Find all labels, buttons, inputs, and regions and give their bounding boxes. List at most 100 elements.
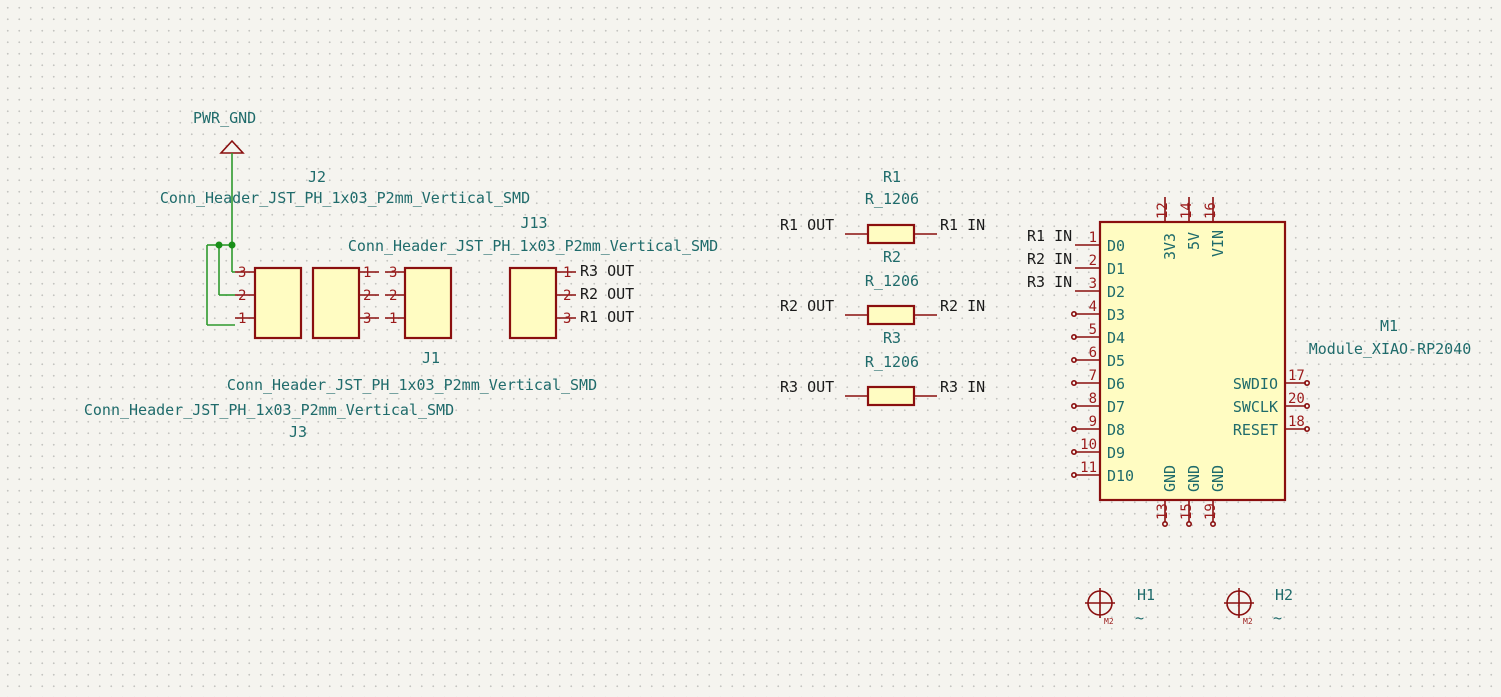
m1-pin-number: 5	[1089, 322, 1097, 338]
m1-pin-name: GND	[1185, 465, 1203, 492]
h2-ref: H2	[1275, 586, 1293, 604]
net-label[interactable]: R1 IN	[940, 216, 985, 234]
module-m1[interactable]: M1 Module_XIAO-RP2040 1 2 3 4	[1027, 197, 1472, 527]
m1-pin-number: 11	[1080, 460, 1097, 476]
m1-pin-number: 12	[1155, 202, 1171, 219]
m1-pin-name: D8	[1107, 421, 1125, 439]
power-flag-triangle	[219, 139, 245, 154]
m1-pin-number: 19	[1203, 503, 1219, 520]
j13-body	[508, 266, 558, 340]
m1-pin-name: 3V3	[1161, 233, 1179, 260]
m1-pin-name: RESET	[1233, 421, 1278, 439]
j3-ref: J3	[289, 423, 307, 441]
j2-pin-number: 3	[238, 265, 246, 281]
m1-right-pins	[1285, 379, 1311, 432]
m1-bottom-pins	[1162, 500, 1217, 527]
m1-pin-name: SWCLK	[1233, 398, 1278, 416]
m1-pin-name: GND	[1209, 465, 1227, 492]
m1-pin-name: SWDIO	[1233, 375, 1278, 393]
m1-pin-number: 16	[1203, 202, 1219, 219]
connector-j1[interactable]: 3 2 1 J1 Conn_Header_JST_PH_1x03_P2mm_Ve…	[227, 265, 597, 394]
net-label[interactable]: R2 OUT	[580, 285, 634, 303]
net-label[interactable]: R1 OUT	[580, 308, 634, 326]
h1-ref: H1	[1137, 586, 1155, 604]
r3-body	[866, 385, 916, 407]
connector-j3[interactable]: 1 2 3 Conn_Header_JST_PH_1x03_P2mm_Verti…	[84, 265, 454, 441]
j3-pin-number: 3	[363, 311, 371, 327]
m1-pin-number: 10	[1080, 437, 1097, 453]
mounting-hole-h2[interactable]: M2 H2 ~	[1224, 586, 1293, 627]
m1-pin-number: 2	[1089, 253, 1097, 269]
j1-body	[403, 266, 453, 340]
j1-pin-number: 2	[389, 288, 397, 304]
mounting-hole-h1[interactable]: M2 H1 ~	[1085, 586, 1155, 627]
m1-pin-name: D1	[1107, 260, 1125, 278]
m1-pin-name: 5V	[1185, 232, 1203, 250]
j2-value: Conn_Header_JST_PH_1x03_P2mm_Vertical_SM…	[160, 189, 530, 207]
r3-ref: R3	[883, 329, 901, 347]
r1-value: R_1206	[865, 190, 919, 208]
net-label[interactable]: R1 IN	[1027, 227, 1072, 245]
j1-ref: J1	[422, 349, 440, 367]
mounting-hole-icon	[1087, 590, 1113, 616]
m1-pin-number: 8	[1089, 391, 1097, 407]
r2-body	[866, 304, 916, 326]
m1-pin-name: D2	[1107, 283, 1125, 301]
m1-pin-name: D9	[1107, 444, 1125, 462]
m1-pin-number: 18	[1288, 414, 1305, 430]
j2-ref: J2	[308, 168, 326, 186]
h1-value: ~	[1135, 609, 1144, 627]
m1-body	[1098, 220, 1287, 502]
m1-pin-name: D10	[1107, 467, 1134, 485]
m1-pin-name: VIN	[1209, 230, 1227, 257]
net-label[interactable]: R1 OUT	[780, 216, 834, 234]
j3-pin-number: 1	[363, 265, 371, 281]
h1-symbol-text: M2	[1104, 617, 1114, 626]
m1-pin-name: D7	[1107, 398, 1125, 416]
r3-value: R_1206	[865, 353, 919, 371]
m1-pin-name: D0	[1107, 237, 1125, 255]
m1-value: Module_XIAO-RP2040	[1309, 340, 1472, 358]
j1-value: Conn_Header_JST_PH_1x03_P2mm_Vertical_SM…	[227, 376, 597, 394]
r2-value: R_1206	[865, 272, 919, 290]
j13-ref: J13	[520, 214, 547, 232]
resistor-r2[interactable]: R2 R_1206 R2 OUT R2 IN	[780, 248, 985, 326]
m1-pin-number: 13	[1155, 503, 1171, 520]
connector-j2[interactable]: 3 2 1 J2 Conn_Header_JST_PH_1x03_P2mm_Ve…	[160, 168, 530, 340]
j2-body	[253, 266, 303, 340]
resistor-r3[interactable]: R3 R_1206 R3 OUT R3 IN	[780, 329, 985, 407]
net-label[interactable]: R3 OUT	[580, 262, 634, 280]
m1-pin-name: D5	[1107, 352, 1125, 370]
m1-top-pins	[1164, 197, 1214, 222]
j13-pin-number: 1	[563, 265, 571, 281]
net-label[interactable]: R2 IN	[1027, 250, 1072, 268]
m1-pin-name: D3	[1107, 306, 1125, 324]
m1-pin-number: 7	[1089, 368, 1097, 384]
mounting-hole-icon	[1226, 590, 1252, 616]
m1-ref: M1	[1380, 317, 1398, 335]
j13-pin-number: 3	[563, 311, 571, 327]
j1-pin-number: 1	[389, 311, 397, 327]
r1-body	[866, 223, 916, 245]
gnd-net-wires	[206, 153, 236, 326]
m1-pin-name: GND	[1161, 465, 1179, 492]
j3-pin-number: 2	[363, 288, 371, 304]
r2-ref: R2	[883, 248, 901, 266]
connector-j13[interactable]: J13 Conn_Header_JST_PH_1x03_P2mm_Vertica…	[348, 214, 718, 340]
j2-pin-number: 2	[238, 288, 246, 304]
net-label[interactable]: R3 OUT	[780, 378, 834, 396]
net-label[interactable]: R3 IN	[1027, 273, 1072, 291]
m1-pin-number: 6	[1089, 345, 1097, 361]
m1-pin-number: 17	[1288, 368, 1305, 384]
junction-dot	[228, 241, 236, 249]
net-label[interactable]: R2 IN	[940, 297, 985, 315]
net-label[interactable]: R3 IN	[940, 378, 985, 396]
m1-pin-number: 14	[1179, 202, 1195, 219]
resistor-r1[interactable]: R1 R_1206 R1 OUT R1 IN	[780, 168, 985, 245]
pwr-gnd-symbol[interactable]: PWR_GND	[193, 109, 256, 154]
m1-pin-number: 15	[1179, 503, 1195, 520]
m1-pin-number: 9	[1089, 414, 1097, 430]
j2-pin-number: 1	[238, 311, 246, 327]
net-label[interactable]: R2 OUT	[780, 297, 834, 315]
